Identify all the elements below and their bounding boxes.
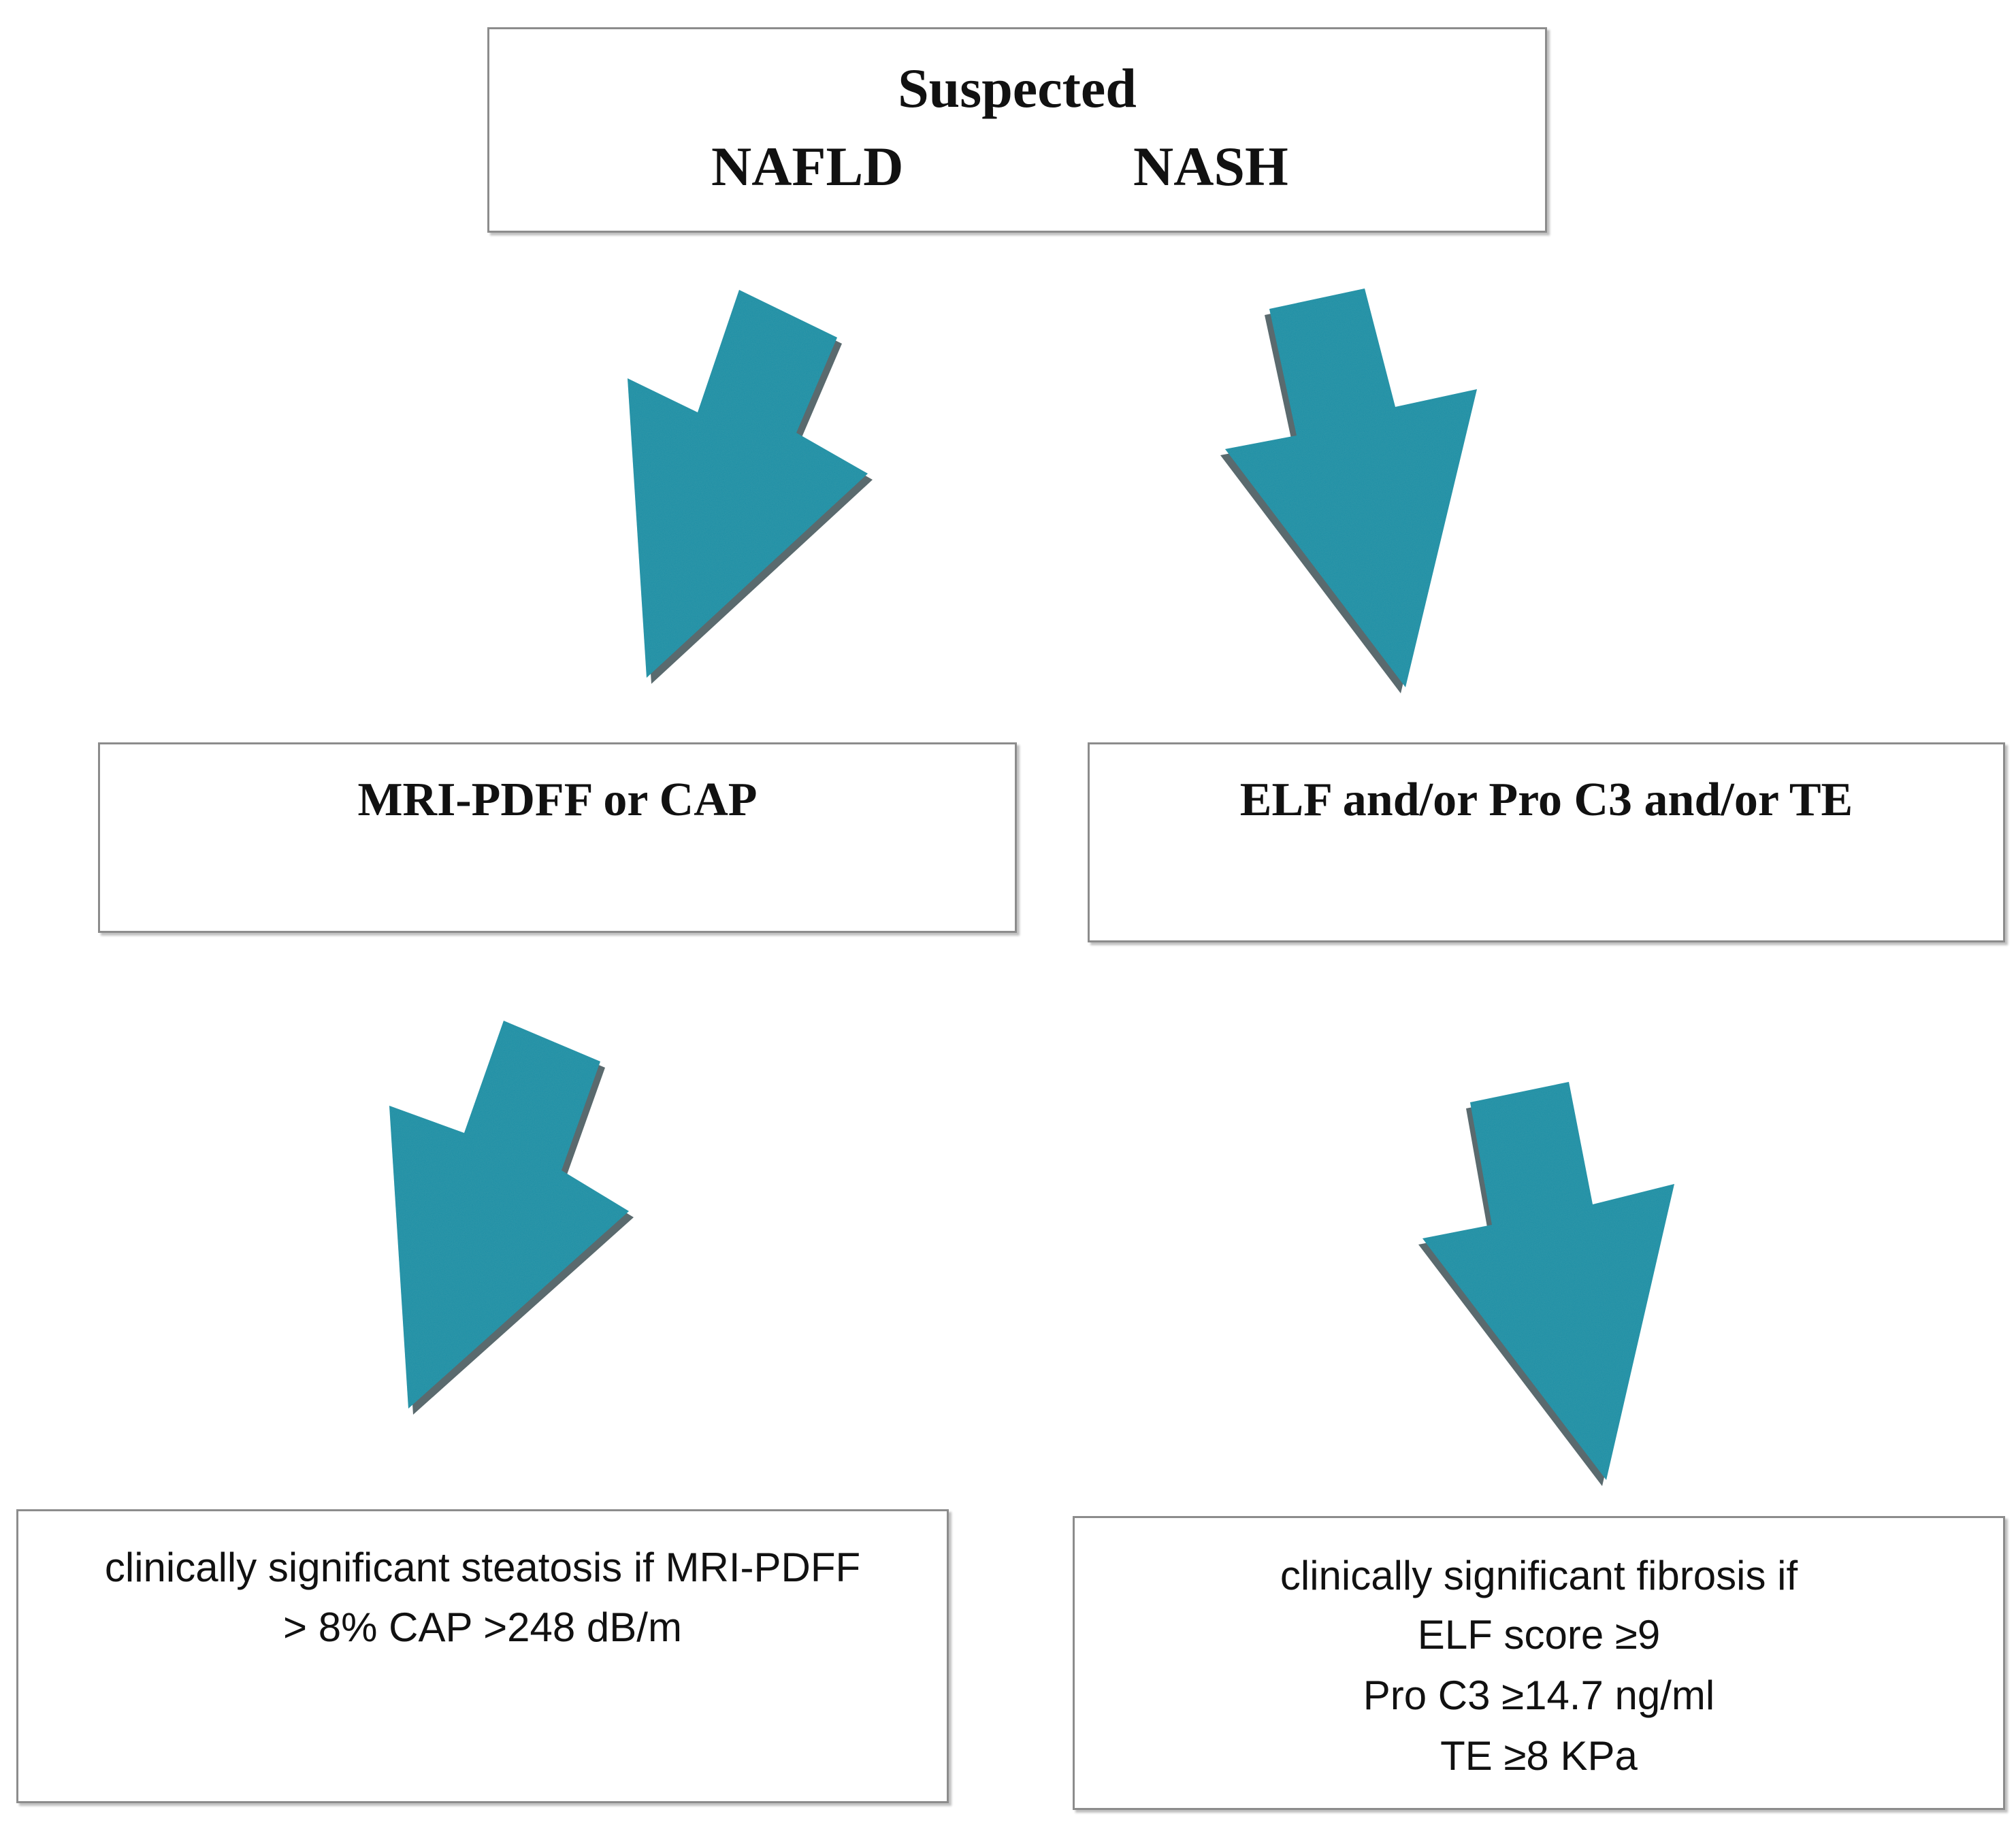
mri-pdff-cap-label: MRI-PDFF or CAP [357,774,758,826]
fibrosis-elf-score: ELF score ≥9 [1417,1612,1661,1658]
fibrosis-pro-c3: Pro C3 ≥14.7 ng/ml [1363,1673,1715,1718]
suspected-box: Suspected NAFLD NASH [487,27,1547,233]
nash-label: NASH [1133,135,1288,197]
nafld-label: NAFLD [711,135,904,197]
arrow-elf-to-fibrosis-icon [1418,1082,1674,1486]
arrow-top-to-mri-icon [628,290,873,684]
steatosis-line-1: clinically significant steatosis if MRI-… [104,1545,861,1590]
mri-pdff-cap-box: MRI-PDFF or CAP [98,742,1017,933]
steatosis-line-2: > 8% CAP >248 dB/m [283,1604,682,1650]
arrow-mri-to-steatosis-icon [389,1021,634,1415]
steatosis-criteria-box: clinically significant steatosis if MRI-… [16,1509,949,1803]
arrow-top-to-elf-icon [1220,289,1477,693]
elf-proc3-te-label: ELF and/or Pro C3 and/or TE [1239,774,1853,826]
fibrosis-criteria-box: clinically significant fibrosis if ELF s… [1073,1516,2005,1810]
fibrosis-te: TE ≥8 KPa [1440,1733,1638,1779]
fibrosis-line-1: clinically significant fibrosis if [1280,1553,1798,1598]
elf-proc3-te-box: ELF and/or Pro C3 and/or TE [1088,742,2005,942]
suspected-label: Suspected [898,57,1137,119]
